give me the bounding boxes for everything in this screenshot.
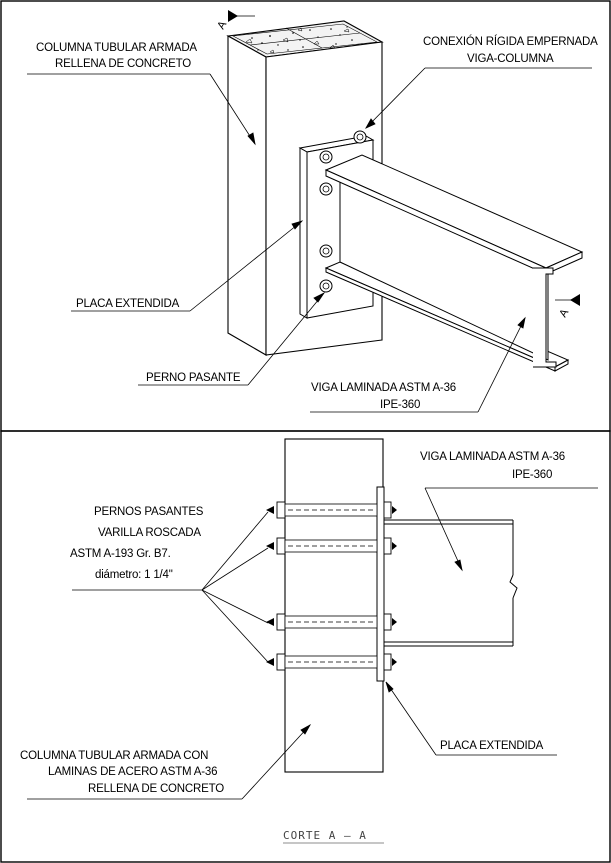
sec-label-pernos-line2: VARILLA ROSCADA xyxy=(98,527,201,539)
sec-label-viga-line1: VIGA LAMINADA ASTM A-36 xyxy=(420,451,565,463)
section-mark-top: A xyxy=(215,10,255,32)
section-view: VIGA LAMINADA ASTM A-36 IPE-360 PERNOS P… xyxy=(20,438,598,844)
leaders-top xyxy=(27,67,592,413)
sec-label-columna-line3: RELLENA DE CONCRETO xyxy=(88,783,224,795)
label-placa-extendida: PLACA EXTENDIDA xyxy=(76,298,180,310)
section-letter-right: A xyxy=(557,307,571,320)
sec-label-columna-line2: LAMINAS DE ACERO ASTM A-36 xyxy=(48,766,217,778)
label-perno-pasante: PERNO PASANTE xyxy=(146,372,241,384)
leaders-bottom xyxy=(27,487,598,800)
label-conexion-line1: CONEXIÓN RÍGIDA EMPERNADA xyxy=(423,35,598,48)
bottom-panel-frame xyxy=(0,430,611,863)
sec-label-pernos-line4: diámetro: 1 1/4" xyxy=(95,569,173,581)
label-columna-line1: COLUMNA TUBULAR ARMADA xyxy=(36,42,197,54)
label-conexion-line2: VIGA-COLUMNA xyxy=(467,53,554,65)
through-bolts xyxy=(266,501,397,671)
column-section xyxy=(284,438,384,773)
through-bolt-1 xyxy=(266,501,397,519)
section-letter-top: A xyxy=(215,19,229,32)
sec-label-placa-extendida: PLACA EXTENDIDA xyxy=(440,740,544,752)
label-viga-line1: VIGA LAMINADA ASTM A-36 xyxy=(311,382,456,394)
isometric-view: A A xyxy=(27,10,598,413)
through-bolt-2 xyxy=(266,537,397,555)
through-bolt-3 xyxy=(266,613,397,631)
through-bolt-4 xyxy=(266,653,397,671)
sec-label-pernos-line1: PERNOS PASANTES xyxy=(94,506,204,518)
sec-label-pernos-line3: ASTM A-193 Gr. B7. xyxy=(70,548,171,560)
beam-section xyxy=(384,519,518,647)
sec-label-viga-line2: IPE-360 xyxy=(512,469,552,481)
label-viga-line2: IPE-360 xyxy=(380,399,420,411)
sec-label-columna-line1: COLUMNA TUBULAR ARMADA CON xyxy=(20,750,208,762)
section-mark-right: A xyxy=(555,294,580,320)
end-plate-section xyxy=(376,486,385,682)
label-columna-line2: RELLENA DE CONCRETO xyxy=(55,58,191,70)
plate-bolts xyxy=(319,130,367,293)
column-left-face xyxy=(227,35,267,356)
ipe-beam xyxy=(324,154,584,372)
section-title: CORTE A – A xyxy=(283,829,367,842)
